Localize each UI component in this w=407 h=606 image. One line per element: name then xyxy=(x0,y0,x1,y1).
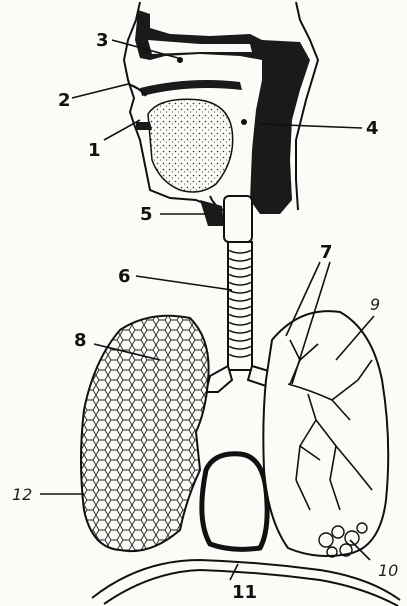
label-5: 5 xyxy=(140,204,153,225)
throat-pharynx xyxy=(250,40,310,214)
hard-palate xyxy=(140,80,242,96)
head-section xyxy=(124,2,318,226)
label-1: 1 xyxy=(88,140,101,161)
right-lung xyxy=(263,311,388,557)
mouth xyxy=(136,122,152,130)
label-2: 2 xyxy=(58,90,71,111)
larynx-dark xyxy=(200,200,224,226)
left-bronchus xyxy=(206,366,232,392)
label-10: 10 xyxy=(378,561,398,580)
label-7: 7 xyxy=(320,242,333,263)
leader-1 xyxy=(104,120,140,140)
heart-region xyxy=(202,454,267,550)
label-3: 3 xyxy=(96,30,109,51)
label-8: 8 xyxy=(74,330,87,351)
label-9: 9 xyxy=(370,295,380,314)
oral-cavity-dot xyxy=(241,119,247,125)
label-12: 12 xyxy=(12,485,32,504)
left-lung xyxy=(81,316,209,551)
tongue xyxy=(148,99,233,192)
leader-6 xyxy=(136,276,232,290)
larynx xyxy=(224,196,252,242)
leader-2 xyxy=(72,84,128,98)
back-of-head xyxy=(296,2,318,210)
label-4: 4 xyxy=(366,118,379,139)
label-11: 11 xyxy=(232,582,257,603)
label-6: 6 xyxy=(118,266,131,287)
